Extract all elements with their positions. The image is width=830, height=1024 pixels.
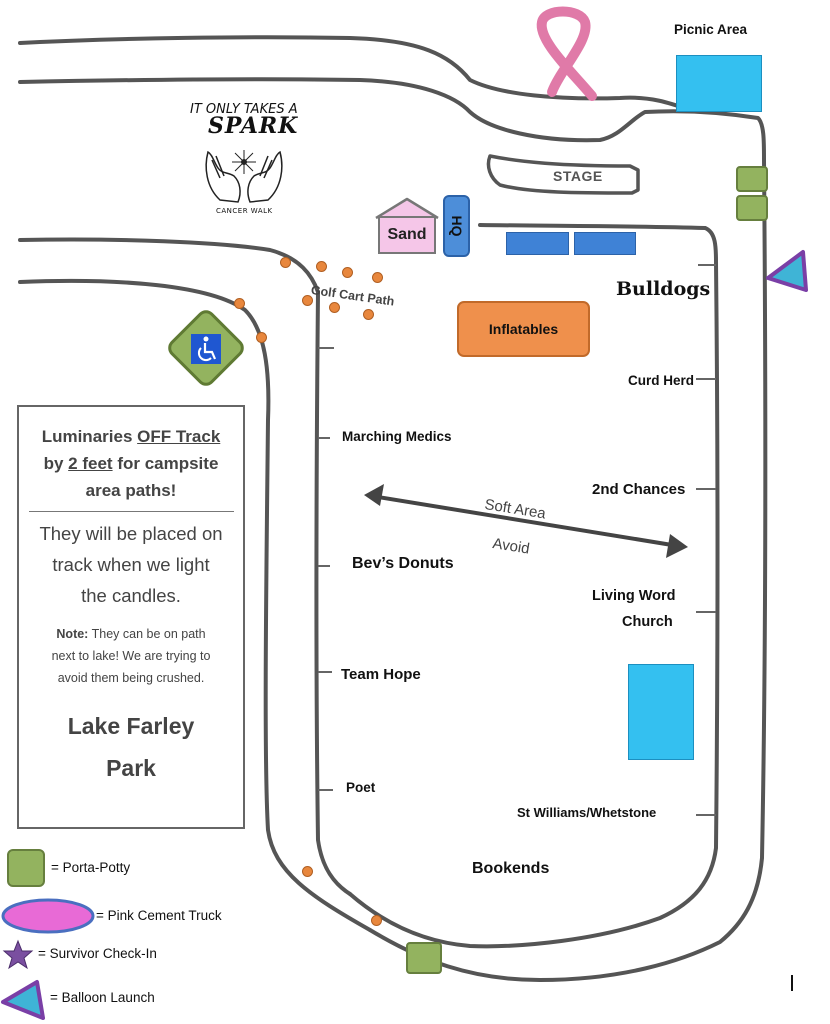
porta-potty bbox=[736, 166, 768, 192]
sand-roof bbox=[375, 197, 439, 220]
luminary-dot bbox=[316, 261, 327, 272]
soft-area-arrow bbox=[364, 484, 688, 558]
track-inner-top-edge bbox=[478, 223, 707, 230]
hq-building: HQ bbox=[443, 195, 470, 257]
info-divider bbox=[28, 511, 234, 512]
campsite-marching-medics: Marching Medics bbox=[342, 429, 452, 444]
campsite-st-williams: St Williams/Whetstone bbox=[517, 805, 657, 820]
legend-star-icon bbox=[2, 939, 34, 970]
luminaries-notice: Luminaries OFF Track by 2 feet for camps… bbox=[19, 423, 243, 504]
luminary-dot bbox=[302, 295, 313, 306]
luminary-dot bbox=[371, 915, 382, 926]
info-for-campsite: for campsite bbox=[117, 454, 219, 473]
luminary-dot bbox=[372, 272, 383, 283]
road-left-lower-edge bbox=[18, 278, 372, 932]
tent-rect bbox=[506, 232, 569, 255]
campsite-bevs-donuts: Bev’s Donuts bbox=[352, 555, 454, 572]
luminary-dot bbox=[234, 298, 245, 309]
legend-porta-potty-icon bbox=[7, 849, 45, 887]
blue-area bbox=[628, 664, 694, 760]
legend-triangle-icon bbox=[1, 980, 45, 1020]
info-by: by bbox=[43, 454, 64, 473]
luminary-dot bbox=[363, 309, 374, 320]
info-note-line3: avoid them being crushed. bbox=[57, 671, 205, 685]
sand-label: Sand bbox=[378, 216, 436, 254]
park-name: Lake Farley Park bbox=[19, 705, 243, 789]
tent-rect bbox=[574, 232, 636, 255]
picnic-area bbox=[676, 55, 762, 112]
road-top-lower-edge bbox=[18, 77, 766, 162]
sand-building: Sand bbox=[374, 196, 440, 258]
legend-porta-potty: = Porta-Potty bbox=[51, 860, 131, 875]
note-text: Note: They can be on path next to lake! … bbox=[19, 623, 243, 689]
placement-notice: They will be placed on track when we lig… bbox=[19, 518, 243, 611]
info-note-line2: next to lake! We are trying to bbox=[51, 649, 211, 663]
road-right-outer-edge bbox=[368, 158, 768, 982]
campsite-curd-herd: Curd Herd bbox=[628, 373, 695, 388]
porta-potty bbox=[736, 195, 768, 221]
campsite-ticks-right bbox=[696, 264, 716, 816]
hands-spark-logo-icon bbox=[205, 150, 283, 203]
campsite-team-hope: Team Hope bbox=[341, 666, 421, 683]
luminary-dot bbox=[256, 332, 267, 343]
inflatables-area: Inflatables bbox=[457, 301, 590, 357]
campsite-living-word-line2: Church bbox=[622, 614, 673, 630]
luminary-dot bbox=[329, 302, 340, 313]
luminary-dot bbox=[280, 257, 291, 268]
campsite-ticks-left bbox=[318, 347, 334, 791]
pink-ribbon-icon bbox=[536, 6, 597, 101]
info-park-line2: Park bbox=[106, 755, 156, 781]
porta-potty bbox=[406, 942, 442, 974]
legend-cement-truck-icon bbox=[1, 898, 95, 934]
logo-line1: IT ONLY TAKES A bbox=[190, 102, 298, 117]
info-note-label: Note: bbox=[56, 627, 89, 641]
road-left-upper-edge bbox=[18, 237, 320, 294]
wheelchair-icon bbox=[168, 310, 244, 386]
campsite-bulldogs: Bulldogs bbox=[616, 278, 711, 300]
luminary-dot bbox=[342, 267, 353, 278]
info-park-line1: Lake Farley bbox=[67, 713, 195, 739]
legend-balloon-launch: = Balloon Launch bbox=[50, 990, 155, 1005]
hq-label: HQ bbox=[448, 215, 465, 237]
legend-pink-cement-truck: = Pink Cement Truck bbox=[96, 908, 222, 923]
info-placed-line3: the candles. bbox=[81, 585, 181, 606]
campsite-bookends: Bookends bbox=[472, 860, 550, 877]
campsite-poet: Poet bbox=[346, 780, 376, 795]
info-note-line1: They can be on path bbox=[91, 627, 206, 641]
spark-logo: IT ONLY TAKES A SPARK CANCER WALK bbox=[188, 100, 300, 222]
logo-line3: CANCER WALK bbox=[216, 207, 273, 215]
picnic-area-label: Picnic Area bbox=[674, 22, 748, 37]
info-luminaries: Luminaries bbox=[41, 427, 133, 446]
info-off-track: OFF Track bbox=[137, 427, 221, 446]
stage-label: STAGE bbox=[553, 168, 603, 184]
info-placed-line1: They will be placed on bbox=[39, 523, 223, 544]
track-inner-right-edge bbox=[348, 226, 720, 949]
info-two-feet: 2 feet bbox=[68, 454, 113, 473]
track-inner-left-edge bbox=[314, 290, 352, 896]
campsite-second-chances: 2nd Chances bbox=[592, 481, 686, 498]
stage-outline bbox=[486, 154, 640, 195]
luminaries-info-box: Luminaries OFF Track by 2 feet for camps… bbox=[17, 405, 245, 829]
balloon-triangle-icon bbox=[766, 250, 808, 292]
logo-line2: SPARK bbox=[208, 113, 299, 139]
campsite-living-word-line1: Living Word bbox=[592, 588, 676, 604]
luminary-dot bbox=[302, 866, 313, 877]
road-top-upper-edge bbox=[18, 35, 692, 112]
info-placed-line2: track when we light bbox=[52, 554, 210, 575]
legend-survivor-checkin: = Survivor Check-In bbox=[38, 946, 157, 961]
info-area-paths: area paths! bbox=[85, 481, 177, 500]
